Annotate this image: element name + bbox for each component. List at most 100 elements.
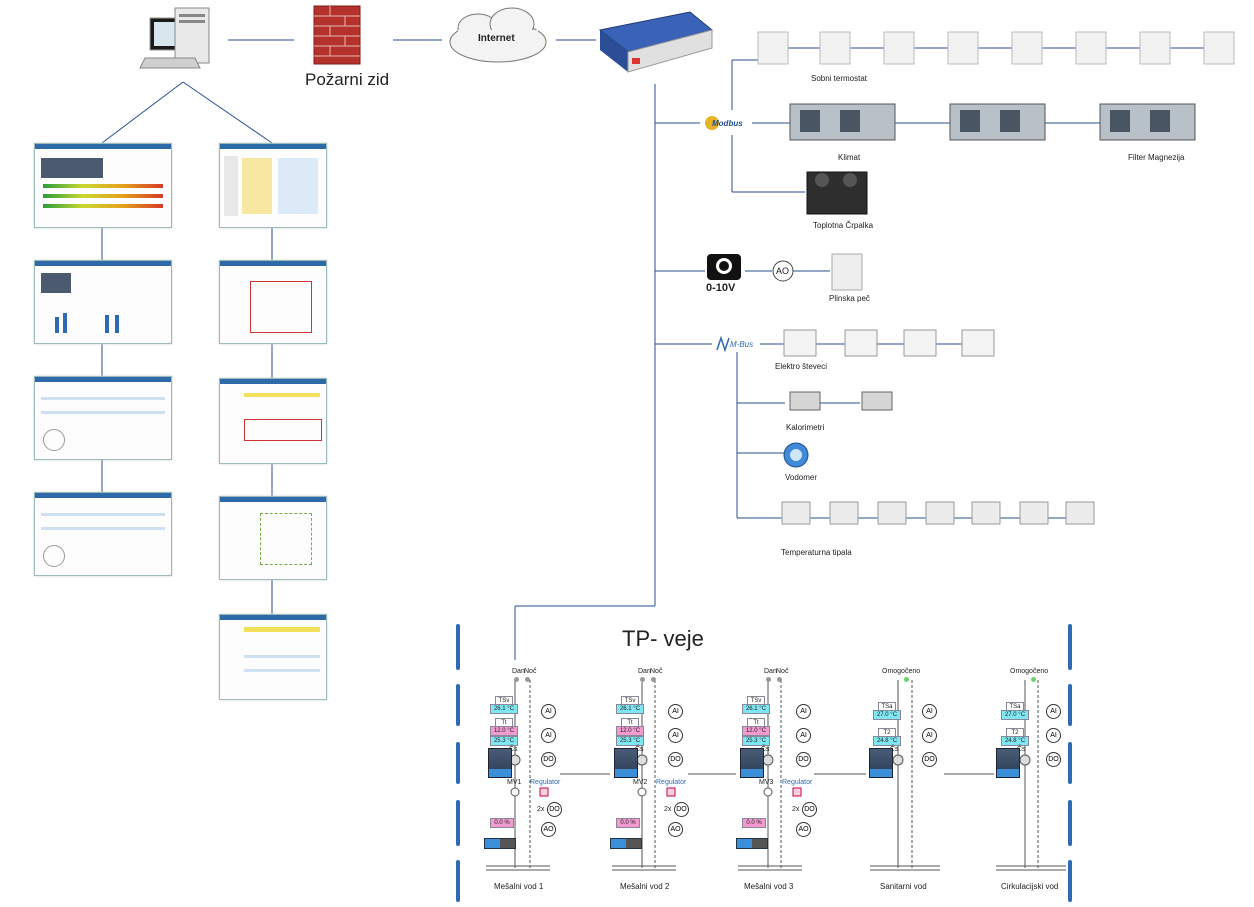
mode-night-indicator	[651, 677, 656, 682]
status-indicator	[904, 677, 909, 682]
temp-actual-value: 25.3 °C	[616, 736, 644, 746]
setpoint-value[interactable]: 27.0 °C	[873, 710, 901, 720]
setpoint-value[interactable]: 26.1 °C	[742, 704, 770, 714]
panel-bracket	[456, 800, 460, 846]
io-ai: AI	[668, 704, 683, 719]
panel-bracket	[456, 624, 460, 670]
heat-pump-icon	[806, 171, 868, 215]
temp-actual-value: 24.8 °C	[1001, 736, 1029, 746]
pump-control-box[interactable]	[869, 748, 893, 778]
mbus-label: M-Bus	[730, 340, 754, 349]
circuit-name: Sanitarni vod	[880, 882, 927, 891]
auto-manual-buttons[interactable]	[610, 838, 642, 849]
io-ai: AI	[541, 728, 556, 743]
pump-control-box[interactable]	[488, 748, 512, 778]
io-count: 2x	[664, 806, 672, 813]
mode-night-indicator	[777, 677, 782, 682]
room-thermostat-label: Sobni termostat	[811, 74, 868, 83]
mode-night-label: Noč	[650, 668, 663, 675]
air-handling-units	[789, 103, 1196, 141]
io-ai: AI	[541, 704, 556, 719]
ao-label: AO	[776, 266, 790, 276]
mode-night-indicator	[525, 677, 530, 682]
screen-thumbnail-6[interactable]	[219, 260, 327, 344]
pump-control-box[interactable]	[740, 748, 764, 778]
io-do: DO	[922, 752, 937, 767]
io-count: 2x	[537, 806, 545, 813]
pump-tag: Čs	[761, 746, 770, 753]
gas-boiler-icon	[831, 253, 863, 291]
circuit-name: Mešalni vod 2	[620, 882, 670, 891]
temp-set-value[interactable]: 12.0 °C	[490, 726, 518, 736]
mode-day-indicator	[766, 677, 771, 682]
regulator-label: Regulator	[782, 779, 813, 786]
mode-day-label: Dan	[638, 668, 651, 675]
regulator-label: Regulator	[656, 779, 687, 786]
pump-tag: Čs	[509, 746, 518, 753]
screen-thumbnail-1[interactable]	[34, 143, 172, 228]
modbus-logo-icon	[705, 116, 719, 130]
io-ai: AI	[1046, 728, 1061, 743]
panel-bracket	[456, 742, 460, 784]
mode-day-indicator	[514, 677, 519, 682]
pump-tag: Čs	[635, 746, 644, 753]
controller-icon	[598, 11, 714, 73]
setpoint-value[interactable]: 27.0 °C	[1001, 710, 1029, 720]
filter-label: Filter Magnezija	[1128, 153, 1185, 162]
electric-meters	[783, 329, 995, 357]
io-ai: AI	[922, 728, 937, 743]
valve-position: 0.0 %	[616, 818, 640, 828]
panel-bracket	[1068, 684, 1072, 726]
io-ai: AI	[1046, 704, 1061, 719]
circuit-name: Mešalni vod 1	[494, 882, 544, 891]
panel-bracket	[1068, 800, 1072, 846]
circuit-name: Cirkulacijski vod	[1001, 882, 1059, 891]
io-do: DO	[674, 802, 689, 817]
io-do: DO	[541, 752, 556, 767]
temp-set-value[interactable]: 12.0 °C	[616, 726, 644, 736]
io-ai: AI	[796, 728, 811, 743]
screen-thumbnail-8[interactable]	[219, 496, 327, 580]
io-ai: AI	[668, 728, 683, 743]
io-do: DO	[796, 752, 811, 767]
screen-thumbnail-5[interactable]	[219, 143, 327, 228]
panel-bracket	[456, 860, 460, 902]
tp-panel-lines	[486, 680, 1066, 871]
pump-control-box[interactable]	[614, 748, 638, 778]
valve-tag: MV3	[759, 779, 774, 786]
mode-day-label: Dan	[512, 668, 525, 675]
gas-boiler-label: Plinska peč	[829, 294, 870, 303]
valve-position: 0.0 %	[490, 818, 514, 828]
screen-thumbnail-3[interactable]	[34, 376, 172, 460]
firewall-label: Požarni zid	[305, 70, 390, 89]
valve-position: 0.0 %	[742, 818, 766, 828]
pump-tag: Čs	[1017, 746, 1026, 753]
screen-thumbnail-7[interactable]	[219, 378, 327, 464]
auto-manual-buttons[interactable]	[736, 838, 768, 849]
thermostat-row	[757, 31, 1235, 65]
regulator-label: Regulator	[530, 779, 561, 786]
io-count: 2x	[792, 806, 800, 813]
analog-label: 0-10V	[706, 282, 736, 294]
panel-bracket	[1068, 742, 1072, 784]
screen-thumbnail-4[interactable]	[34, 492, 172, 576]
io-do: DO	[547, 802, 562, 817]
temp-actual-value: 25.3 °C	[490, 736, 518, 746]
water-meter-icon	[783, 442, 809, 468]
status-label: Omogočeno	[882, 668, 921, 675]
valve-tag: MV1	[507, 779, 522, 786]
panel-bracket	[1068, 624, 1072, 670]
mode-night-label: Noč	[524, 668, 537, 675]
pump-tag: Čs	[890, 746, 899, 753]
pump-control-box[interactable]	[996, 748, 1020, 778]
auto-manual-buttons[interactable]	[484, 838, 516, 849]
screen-thumbnail-2[interactable]	[34, 260, 172, 344]
climate-label: Klimat	[838, 153, 861, 162]
setpoint-value[interactable]: 26.1 °C	[616, 704, 644, 714]
screen-thumbnail-9[interactable]	[219, 614, 327, 700]
setpoint-value[interactable]: 26.1 °C	[490, 704, 518, 714]
io-ai: AI	[922, 704, 937, 719]
temp-set-value[interactable]: 12.0 °C	[742, 726, 770, 736]
status-label: Omogočeno	[1010, 668, 1049, 675]
